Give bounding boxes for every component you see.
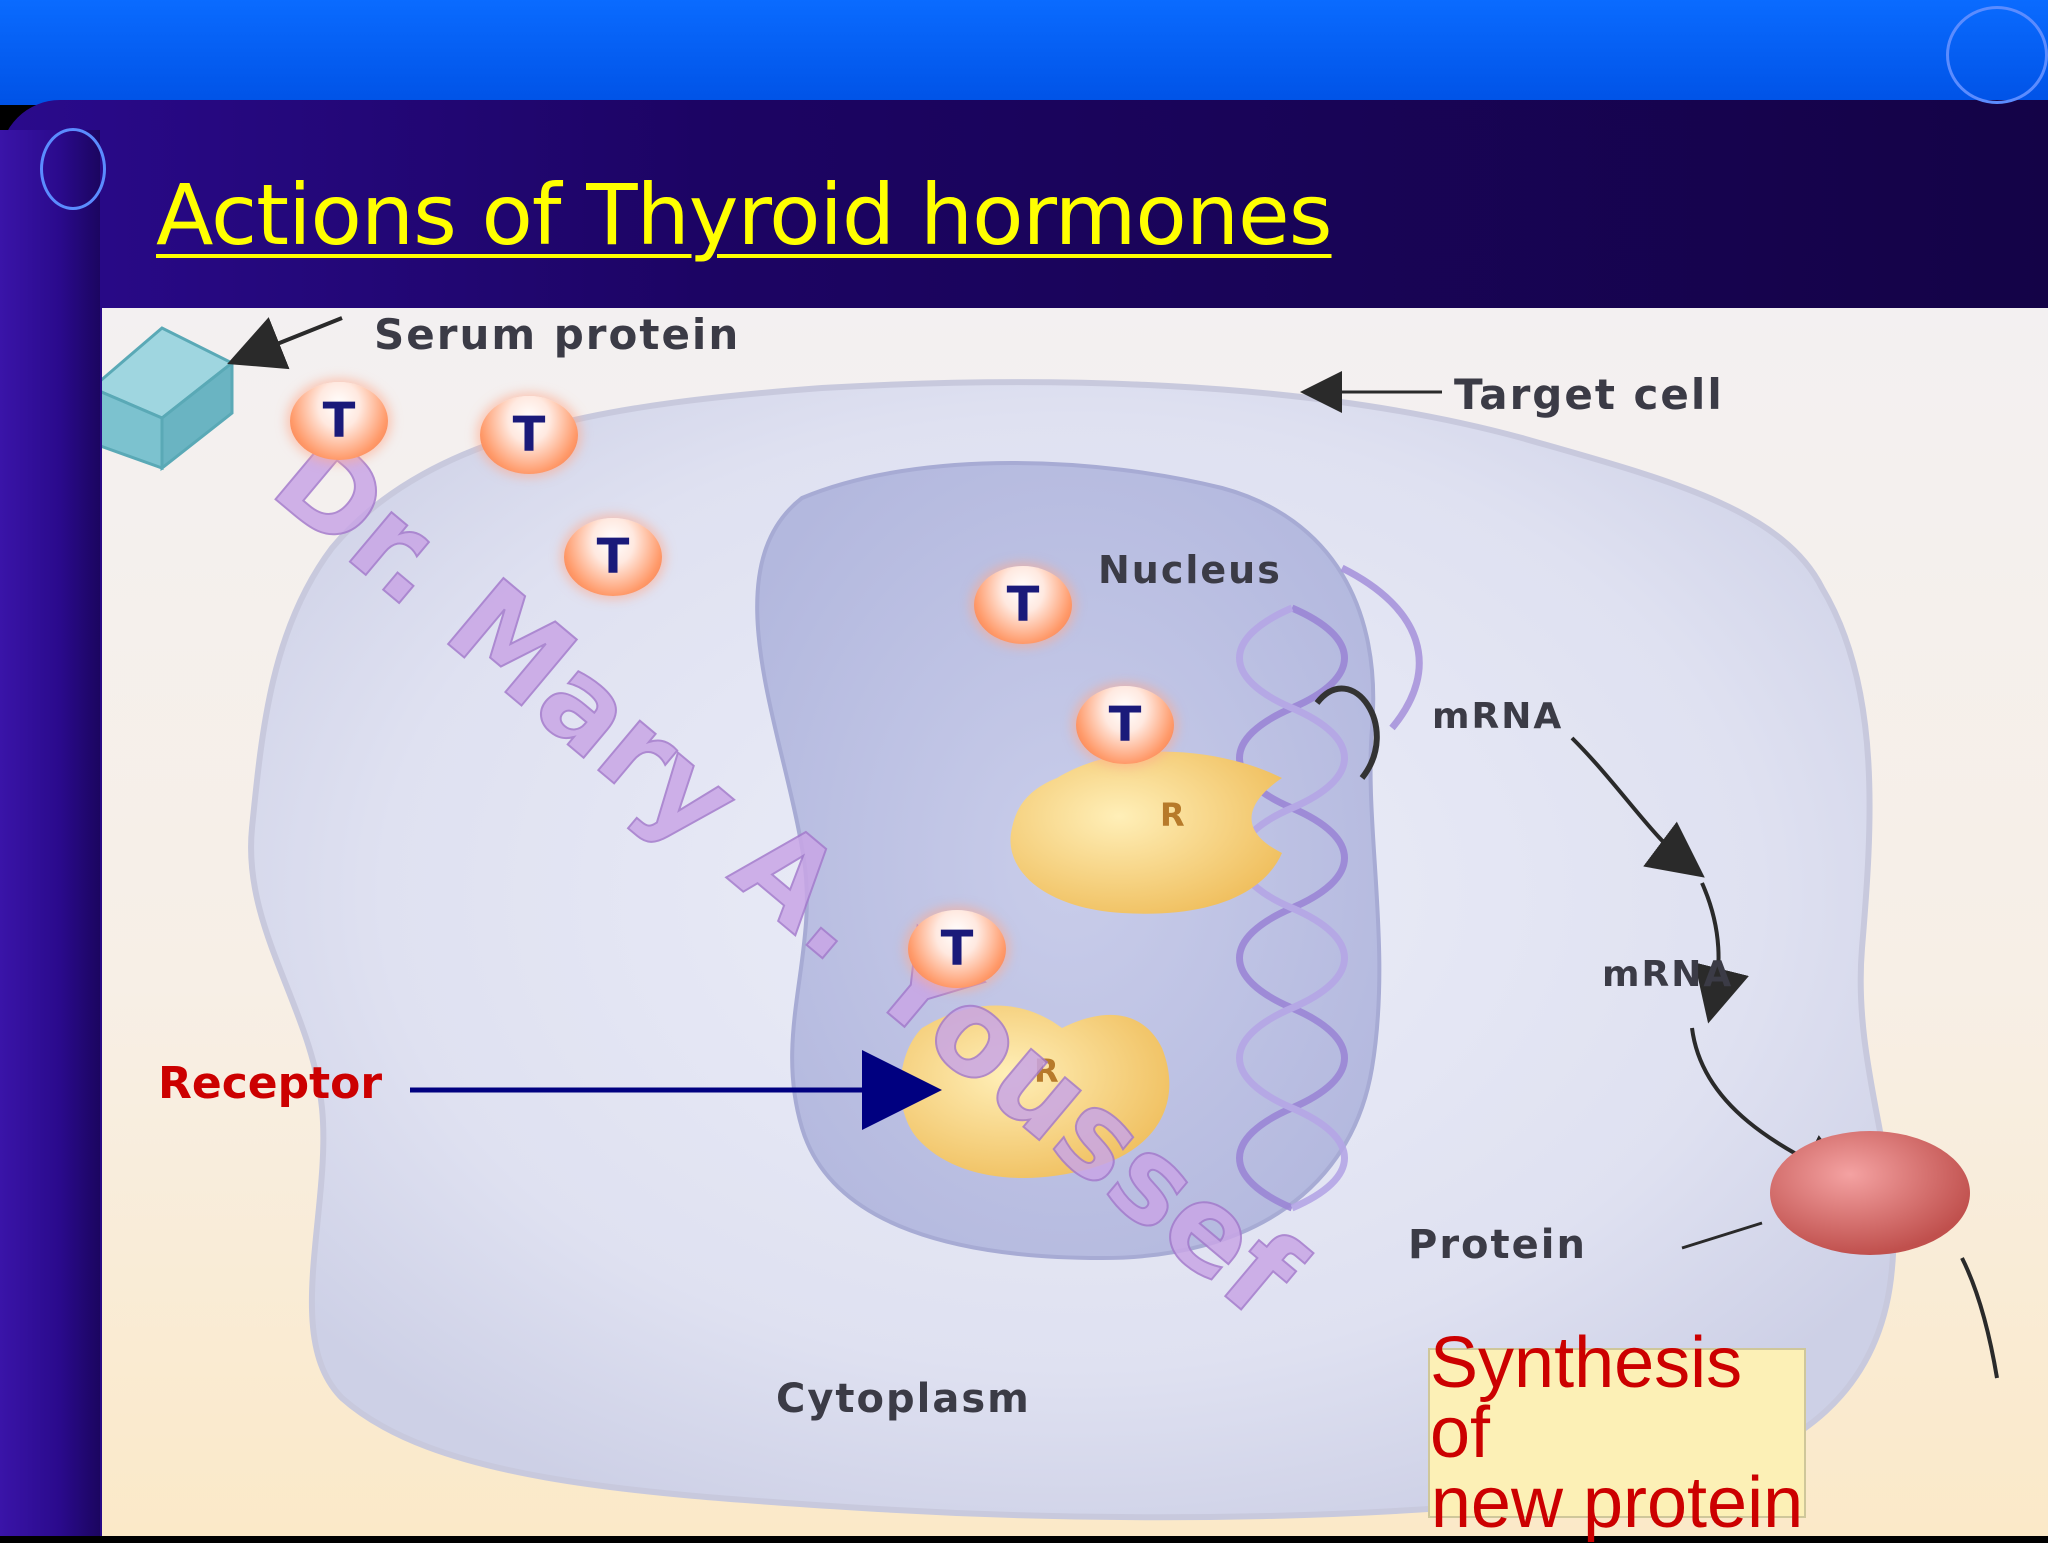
serum-protein: [102, 326, 235, 472]
receptor-upper: [1010, 751, 1282, 914]
thyroid-hormone-t4: T: [974, 566, 1072, 644]
thyroid-hormone-t1: T: [290, 382, 388, 460]
scroll-curl-left: [40, 128, 106, 210]
receptor-callout-label: Receptor: [158, 1058, 383, 1109]
label-mrna-nucleus: mRNA: [1432, 696, 1564, 737]
receptor-upper-letter: R: [1160, 796, 1185, 834]
label-mrna-cytoplasm: mRNA: [1602, 954, 1734, 995]
thyroid-hormone-t5: T: [1076, 686, 1174, 764]
label-nucleus: Nucleus: [1098, 548, 1282, 592]
label-cytoplasm: Cytoplasm: [776, 1376, 1031, 1422]
synthesis-line-2: new protein: [1430, 1463, 1804, 1543]
serum-protein-pointer: [227, 316, 343, 370]
receptor-lower: [900, 1005, 1170, 1178]
scroll-curl-right: [1946, 6, 2048, 104]
label-serum-protein: Serum protein: [374, 310, 741, 359]
slide-top-band: [0, 0, 2048, 105]
label-protein: Protein: [1408, 1222, 1587, 1268]
thyroid-hormone-t2: T: [480, 396, 578, 474]
protein-secretion-line: [1960, 1257, 1999, 1379]
synthesis-callout-box: Synthesis of new protein: [1428, 1327, 1806, 1539]
slide-title: Actions of Thyroid hormones: [156, 166, 1332, 264]
transcription-arrow: [1570, 736, 1705, 878]
slide-left-rail: [0, 130, 100, 1536]
cell-diagram-graphic: [102, 316, 1999, 1521]
thyroid-hormone-t3: T: [564, 518, 662, 596]
synthesis-line-1: Synthesis of: [1430, 1323, 1743, 1473]
thyroid-hormone-t6: T: [908, 910, 1006, 988]
dna-helix: [1236, 564, 1423, 1212]
translation-arrow-1: [1694, 882, 1749, 1024]
mrna-strand: [1314, 685, 1380, 780]
new-protein: [1770, 1131, 1970, 1255]
protein-pointer: [1681, 1221, 1763, 1250]
receptor-lower-letter: R: [1034, 1052, 1059, 1090]
label-target-cell: Target cell: [1454, 370, 1724, 419]
cell-diagram: Serum protein Target cell Nucleus mRNA m…: [102, 308, 2048, 1536]
